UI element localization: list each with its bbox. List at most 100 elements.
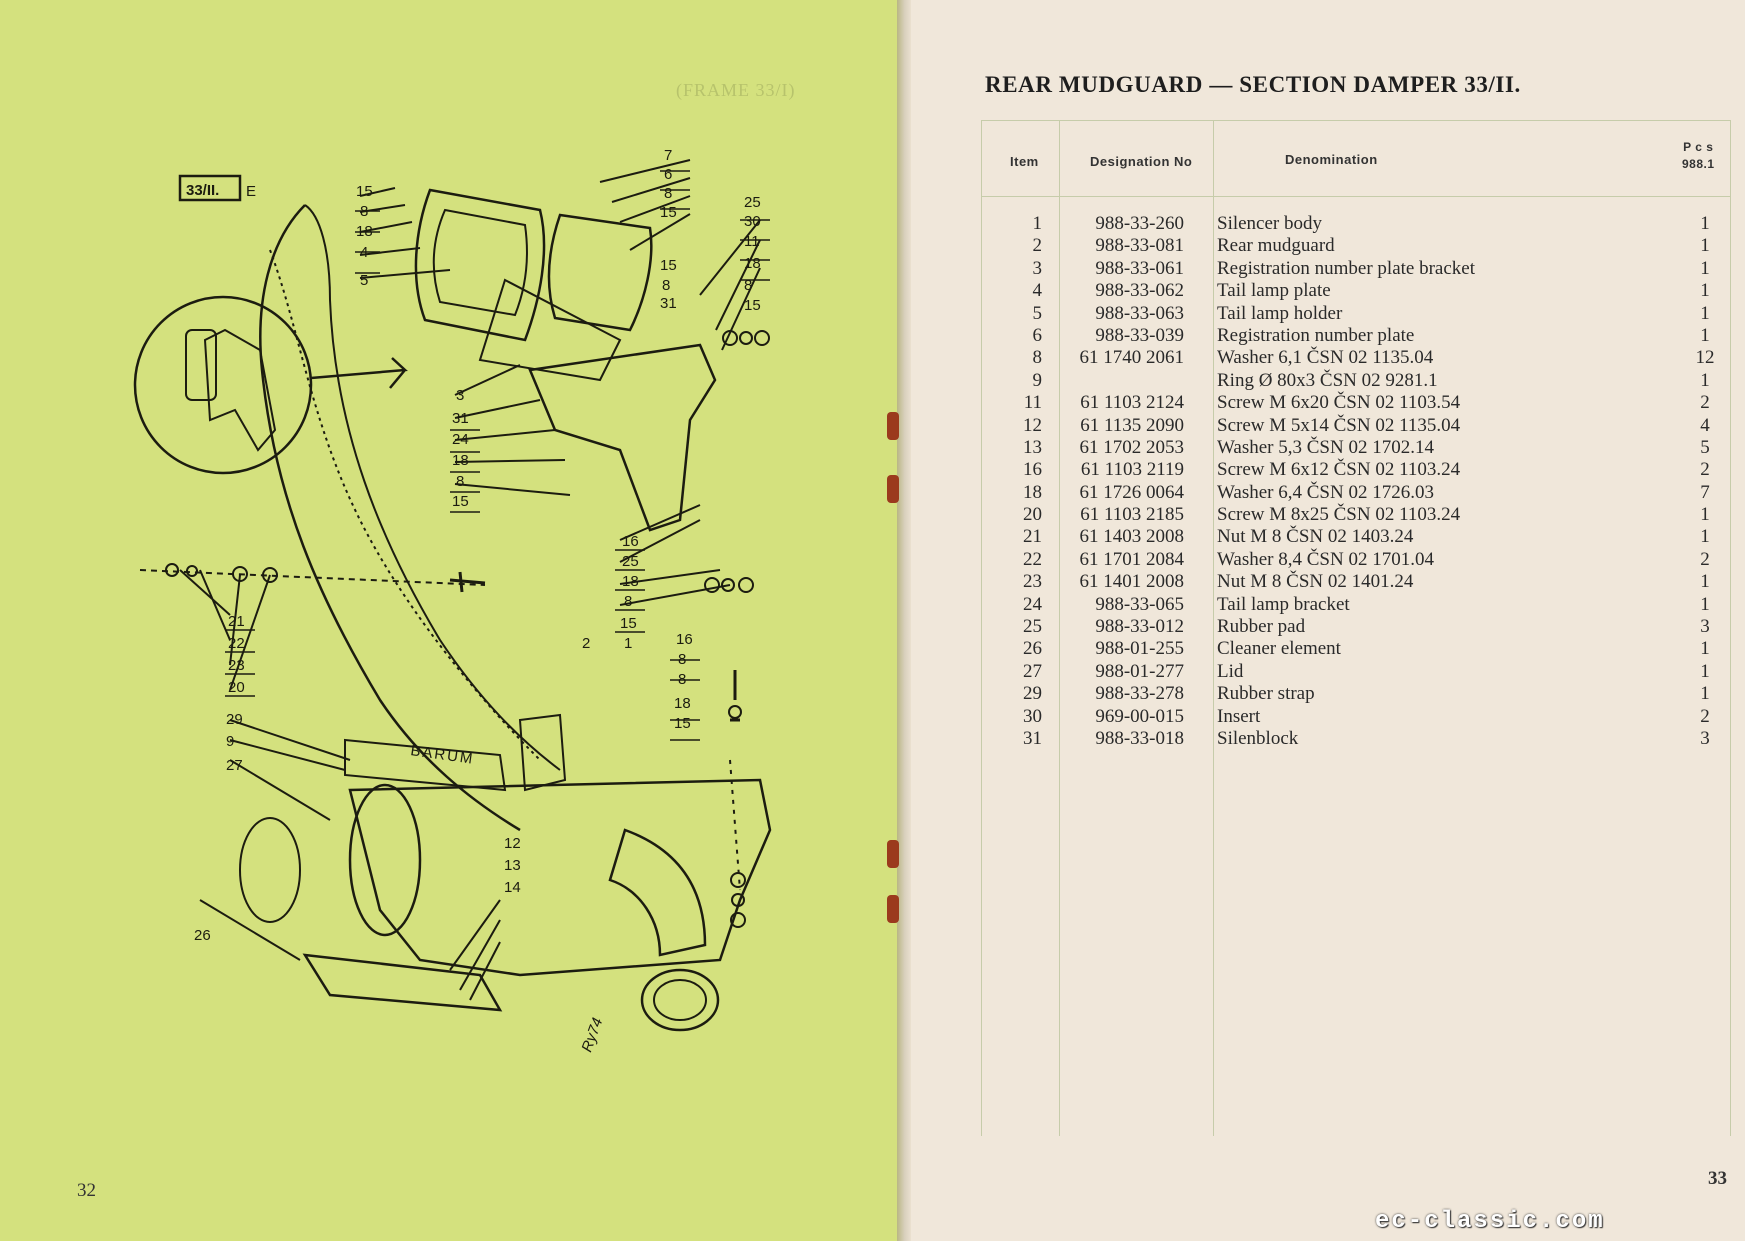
designation-cell: 988-33-278: [1095, 683, 1184, 705]
svg-text:30: 30: [744, 213, 761, 230]
section-label-box: [178, 174, 242, 202]
svg-text:9: 9: [226, 733, 234, 750]
svg-text:3: 3: [456, 387, 464, 404]
svg-text:15: 15: [356, 183, 373, 200]
pcs-cell: 1: [1700, 324, 1710, 346]
pcs-cell: 1: [1700, 593, 1710, 615]
pcs-cell: 1: [1700, 235, 1710, 257]
pcs-cell: 7: [1700, 481, 1710, 503]
header-pcs-model: 988.1: [1682, 157, 1715, 171]
site-watermark: ec-classic.com: [1375, 1208, 1605, 1235]
designation-cell: 61 1103 2124: [1080, 392, 1184, 414]
section-label-suffix: E: [246, 183, 256, 200]
header-item: Item: [1010, 154, 1039, 169]
designation-cell: 988-01-255: [1095, 638, 1184, 660]
svg-text:8: 8: [662, 277, 670, 294]
designation-cell: 988-33-081: [1095, 235, 1184, 257]
svg-text:18: 18: [356, 223, 373, 240]
svg-text:15: 15: [674, 715, 691, 732]
designation-cell: 988-33-061: [1095, 257, 1184, 279]
item-cell: 3: [1032, 257, 1043, 279]
svg-text:18: 18: [622, 573, 639, 590]
book-spine: [897, 0, 911, 1241]
pcs-cell: 12: [1695, 347, 1715, 369]
lamp-bracket: [528, 343, 717, 532]
right-page-number: 33: [1708, 1168, 1727, 1189]
svg-text:6: 6: [664, 166, 672, 183]
svg-text:4: 4: [360, 244, 368, 261]
item-cell: 21: [1023, 526, 1042, 548]
item-cell: 13: [1023, 436, 1042, 458]
pcs-cell: 1: [1700, 369, 1710, 391]
denomination-cell: Washer 6,4 ČSN 02 1726.03: [1217, 481, 1434, 503]
pcs-cell: 2: [1700, 392, 1710, 414]
intake-elbow: [608, 828, 707, 957]
designation-cell: 61 1740 2061: [1079, 347, 1185, 369]
item-cell: 12: [1023, 414, 1042, 436]
item-cell: 4: [1032, 280, 1043, 302]
staple: [887, 840, 899, 868]
svg-text:20: 20: [228, 679, 245, 696]
pcs-cell: 1: [1700, 302, 1710, 324]
item-cell: 1: [1032, 213, 1043, 234]
denomination-cell: Rubber strap: [1217, 683, 1315, 705]
item-cell: 26: [1023, 638, 1042, 660]
pcs-cell: 3: [1700, 727, 1710, 749]
svg-text:8: 8: [678, 651, 686, 668]
svg-text:8: 8: [678, 671, 686, 688]
pcs-cell: 2: [1700, 548, 1710, 570]
pcs-cell: 1: [1700, 257, 1710, 279]
designation-cell: 61 1702 2053: [1079, 436, 1185, 458]
header-denomination: Denomination: [1285, 152, 1378, 167]
denomination-cell: Cleaner element: [1217, 638, 1341, 660]
denomination-cell: Washer 6,1 ČSN 02 1135.04: [1217, 347, 1434, 369]
denomination-cell: Silenblock: [1217, 727, 1299, 749]
table-row: 1 988-33-260 Silencer body 1: [982, 213, 1731, 235]
svg-text:15: 15: [620, 615, 637, 632]
designation-cell: 61 1726 0064: [1079, 481, 1185, 503]
sticker-text: BARUM: [409, 742, 475, 768]
pcs-cell: 1: [1700, 213, 1710, 234]
header-pcs-label: P c s: [1683, 140, 1714, 154]
svg-text:15: 15: [452, 493, 469, 510]
denomination-cell: Tail lamp holder: [1217, 302, 1343, 324]
svg-text:18: 18: [452, 452, 469, 469]
leader-lines-middle: [454, 364, 571, 496]
silencer-body: [348, 778, 772, 977]
leader-lines-right: [699, 219, 761, 351]
svg-text:31: 31: [452, 410, 469, 427]
detail-bracket: [203, 328, 277, 452]
svg-text:15: 15: [660, 257, 677, 274]
leader-lines-cleaner: [199, 719, 351, 961]
designation-cell: 61 1135 2090: [1080, 414, 1184, 436]
designation-cell: 61 1103 2119: [1080, 459, 1184, 481]
leader-lines-lower: [619, 504, 731, 606]
pcs-cell: 2: [1700, 705, 1710, 727]
svg-text:27: 27: [226, 757, 243, 774]
designation-cell: 988-33-260: [1095, 213, 1184, 234]
svg-text:7: 7: [664, 147, 672, 164]
item-cell: 23: [1023, 571, 1042, 593]
svg-text:8: 8: [624, 593, 632, 610]
staple: [887, 895, 899, 923]
exploded-parts-drawing: 33/II. E BARUM Ry74 15 8 18 4 5 7 6 8 15…: [133, 147, 772, 1054]
svg-text:5: 5: [360, 272, 368, 289]
cleaner-front: [348, 783, 422, 937]
column-divider: [1059, 121, 1060, 1136]
tail-lamp-plate-inner: [432, 208, 528, 317]
mudguard-outer-edge: [259, 204, 521, 832]
denomination-cell: Screw M 6x12 ČSN 02 1103.24: [1217, 459, 1461, 481]
denomination-cell: Silencer body: [1217, 213, 1323, 234]
